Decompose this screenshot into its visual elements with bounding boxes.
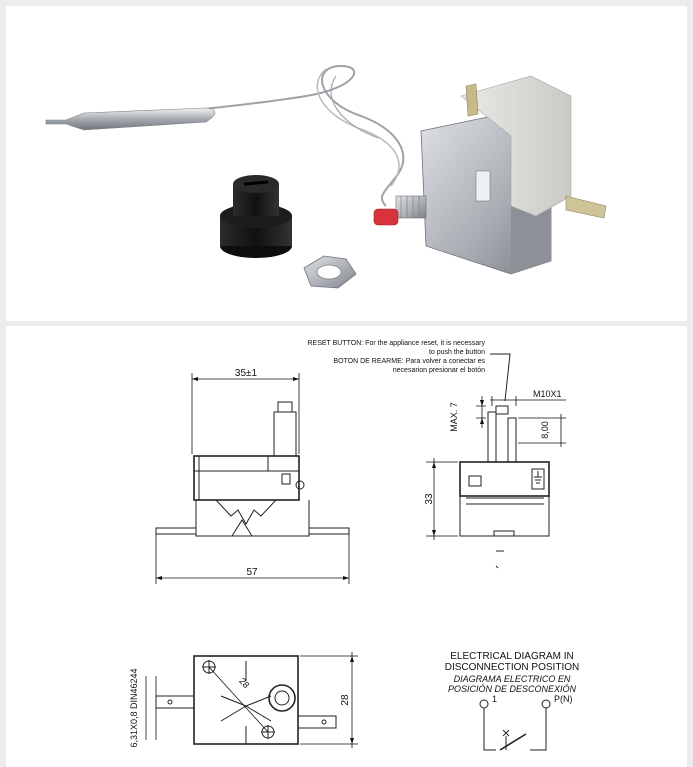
dim-hole-spacing: 28 xyxy=(237,676,251,690)
reset-note-es-2: necesarion presionar el botón xyxy=(393,367,485,374)
front-view: 35±1 57 xyxy=(155,368,350,584)
technical-drawing: RESET BUTTON: For the appliance reset, i… xyxy=(129,340,579,751)
reset-note-en-2: to push the button xyxy=(429,349,485,356)
diagram-title-1: ELECTRICAL DIAGRAM IN xyxy=(450,651,574,662)
dim-shaft: 8,00 xyxy=(540,421,550,439)
dim-height: 33 xyxy=(424,493,435,505)
dim-width-top: 35±1 xyxy=(235,368,258,379)
terminal-1-icon xyxy=(479,699,489,709)
dim-thread: M10X1 xyxy=(533,389,562,399)
dim-width-total: 57 xyxy=(246,567,258,578)
diagram-title-2: DISCONNECTION POSITION xyxy=(445,662,579,673)
dim-max: MAX. 7 xyxy=(449,402,459,432)
diagram-title-es-1: DIAGRAMA ELECTRICO EN xyxy=(454,674,571,684)
terminal-p-label: P(N) xyxy=(554,694,573,704)
bottom-view: 6,31X0,8 DIN46244 28 28 xyxy=(129,652,358,748)
diagram-title-es-2: POSICIÓN DE DESCONEXIÓN xyxy=(448,684,577,694)
product-photo-panel xyxy=(6,6,687,321)
reset-note-es-1: BOTON DE REARME: Para volver a conectar … xyxy=(333,358,485,365)
terminal-p-icon xyxy=(541,699,551,709)
electrical-diagram: ELECTRICAL DIAGRAM IN DISCONNECTION POSI… xyxy=(445,651,579,751)
dim-terminal: 6,31X0,8 DIN46244 xyxy=(129,668,139,747)
side-view: MAX. 7 M10X1 8,00 33 xyxy=(424,389,566,569)
technical-drawing-panel: RESET BUTTON: For the appliance reset, i… xyxy=(6,326,687,767)
open-switch-icon xyxy=(499,733,527,751)
terminal-1-label: 1 xyxy=(492,694,497,704)
reset-note-en-1: RESET BUTTON: For the appliance reset, i… xyxy=(307,340,485,347)
reset-leader-line xyxy=(490,353,511,402)
dim-side-height: 28 xyxy=(340,694,351,706)
thermostat-photo xyxy=(45,64,607,289)
